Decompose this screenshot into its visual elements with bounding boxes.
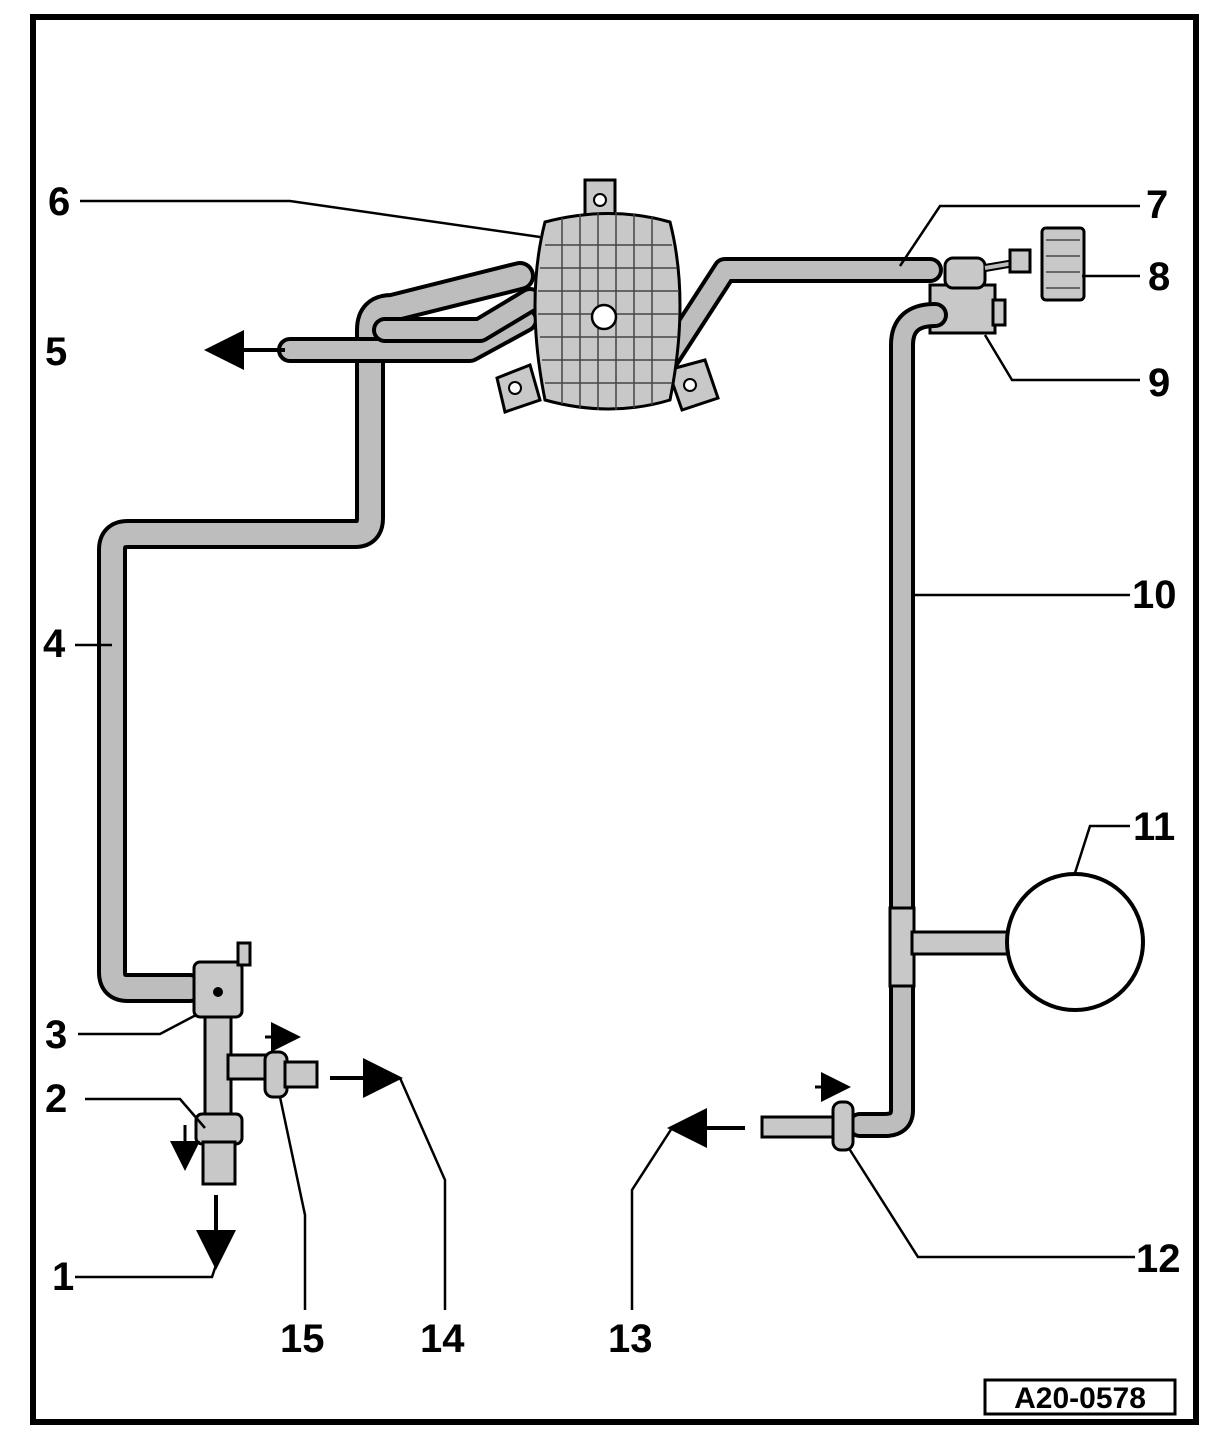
callout-3: 3 [45,1013,67,1057]
callout-9: 9 [1148,361,1170,405]
reference-code-box: A20-0578 [983,1378,1177,1416]
cap-8 [1040,226,1086,302]
callout-15: 15 [280,1317,325,1361]
hose-5-outlet [277,287,543,363]
reference-code: A20-0578 [1014,1382,1146,1415]
callout-2: 2 [45,1077,67,1121]
callout-12: 12 [1136,1237,1181,1281]
reservoir-11 [888,872,1145,1012]
callout-4: 4 [43,622,66,666]
callout-1: 1 [52,1255,74,1299]
t-piece [203,1015,270,1119]
valve-15 [263,1022,319,1099]
callout-7: 7 [1146,183,1168,227]
valve-2 [170,1112,244,1186]
charcoal-canister [495,178,720,414]
callout-13: 13 [608,1317,653,1361]
valve-3 [192,941,252,1019]
hose-10 [847,302,948,1138]
diagram-frame [30,14,1199,1425]
leader-lines [75,199,1140,1310]
callout-11: 11 [1133,805,1175,849]
callout-8: 8 [1148,255,1170,299]
valve-12 [760,1072,855,1152]
callout-6: 6 [48,180,70,224]
callout-5: 5 [45,330,67,374]
callout-10: 10 [1132,573,1177,617]
hose-left [97,261,535,1003]
callout-14: 14 [420,1317,465,1361]
